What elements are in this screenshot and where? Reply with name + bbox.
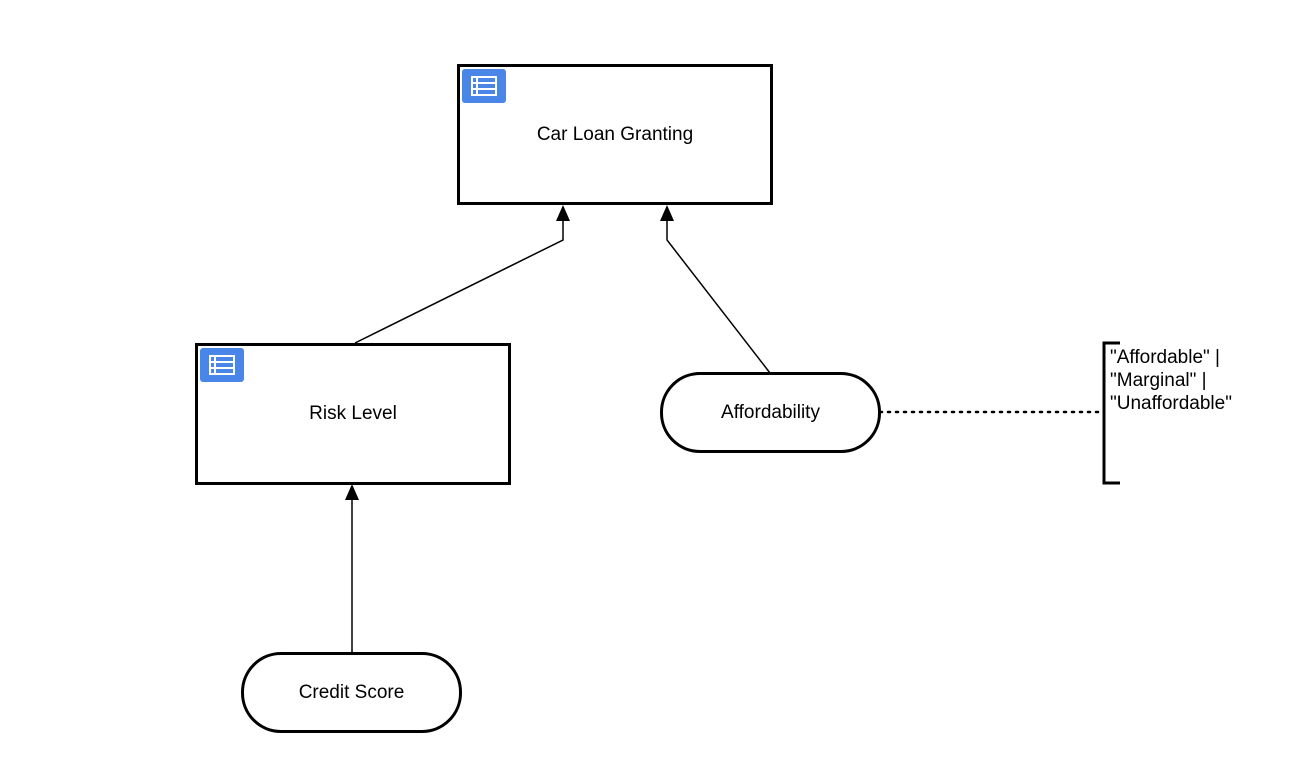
decision-risk-level[interactable]: Risk Level <box>195 343 511 485</box>
decision-car-loan-granting[interactable]: Car Loan Granting <box>457 64 773 205</box>
arrowhead-risk <box>345 484 359 500</box>
decision-table-icon <box>462 69 506 103</box>
decision-label: Risk Level <box>309 403 397 424</box>
input-data-credit-score[interactable]: Credit Score <box>241 652 462 733</box>
input-data-label: Affordability <box>721 401 820 423</box>
annotation-text[interactable]: "Affordable" | "Marginal" | "Unaffordabl… <box>1110 347 1232 414</box>
arrowhead-granting-left <box>556 205 570 221</box>
input-data-affordability[interactable]: Affordability <box>660 372 881 453</box>
connector-affordability-to-granting <box>666 207 771 374</box>
annotation-bracket <box>1102 341 1120 485</box>
arrowhead-granting-right <box>660 205 674 221</box>
decision-label: Car Loan Granting <box>536 123 694 145</box>
decision-table-icon <box>200 348 244 382</box>
connector-risk-to-granting <box>354 207 564 344</box>
input-data-label: Credit Score <box>298 681 405 703</box>
